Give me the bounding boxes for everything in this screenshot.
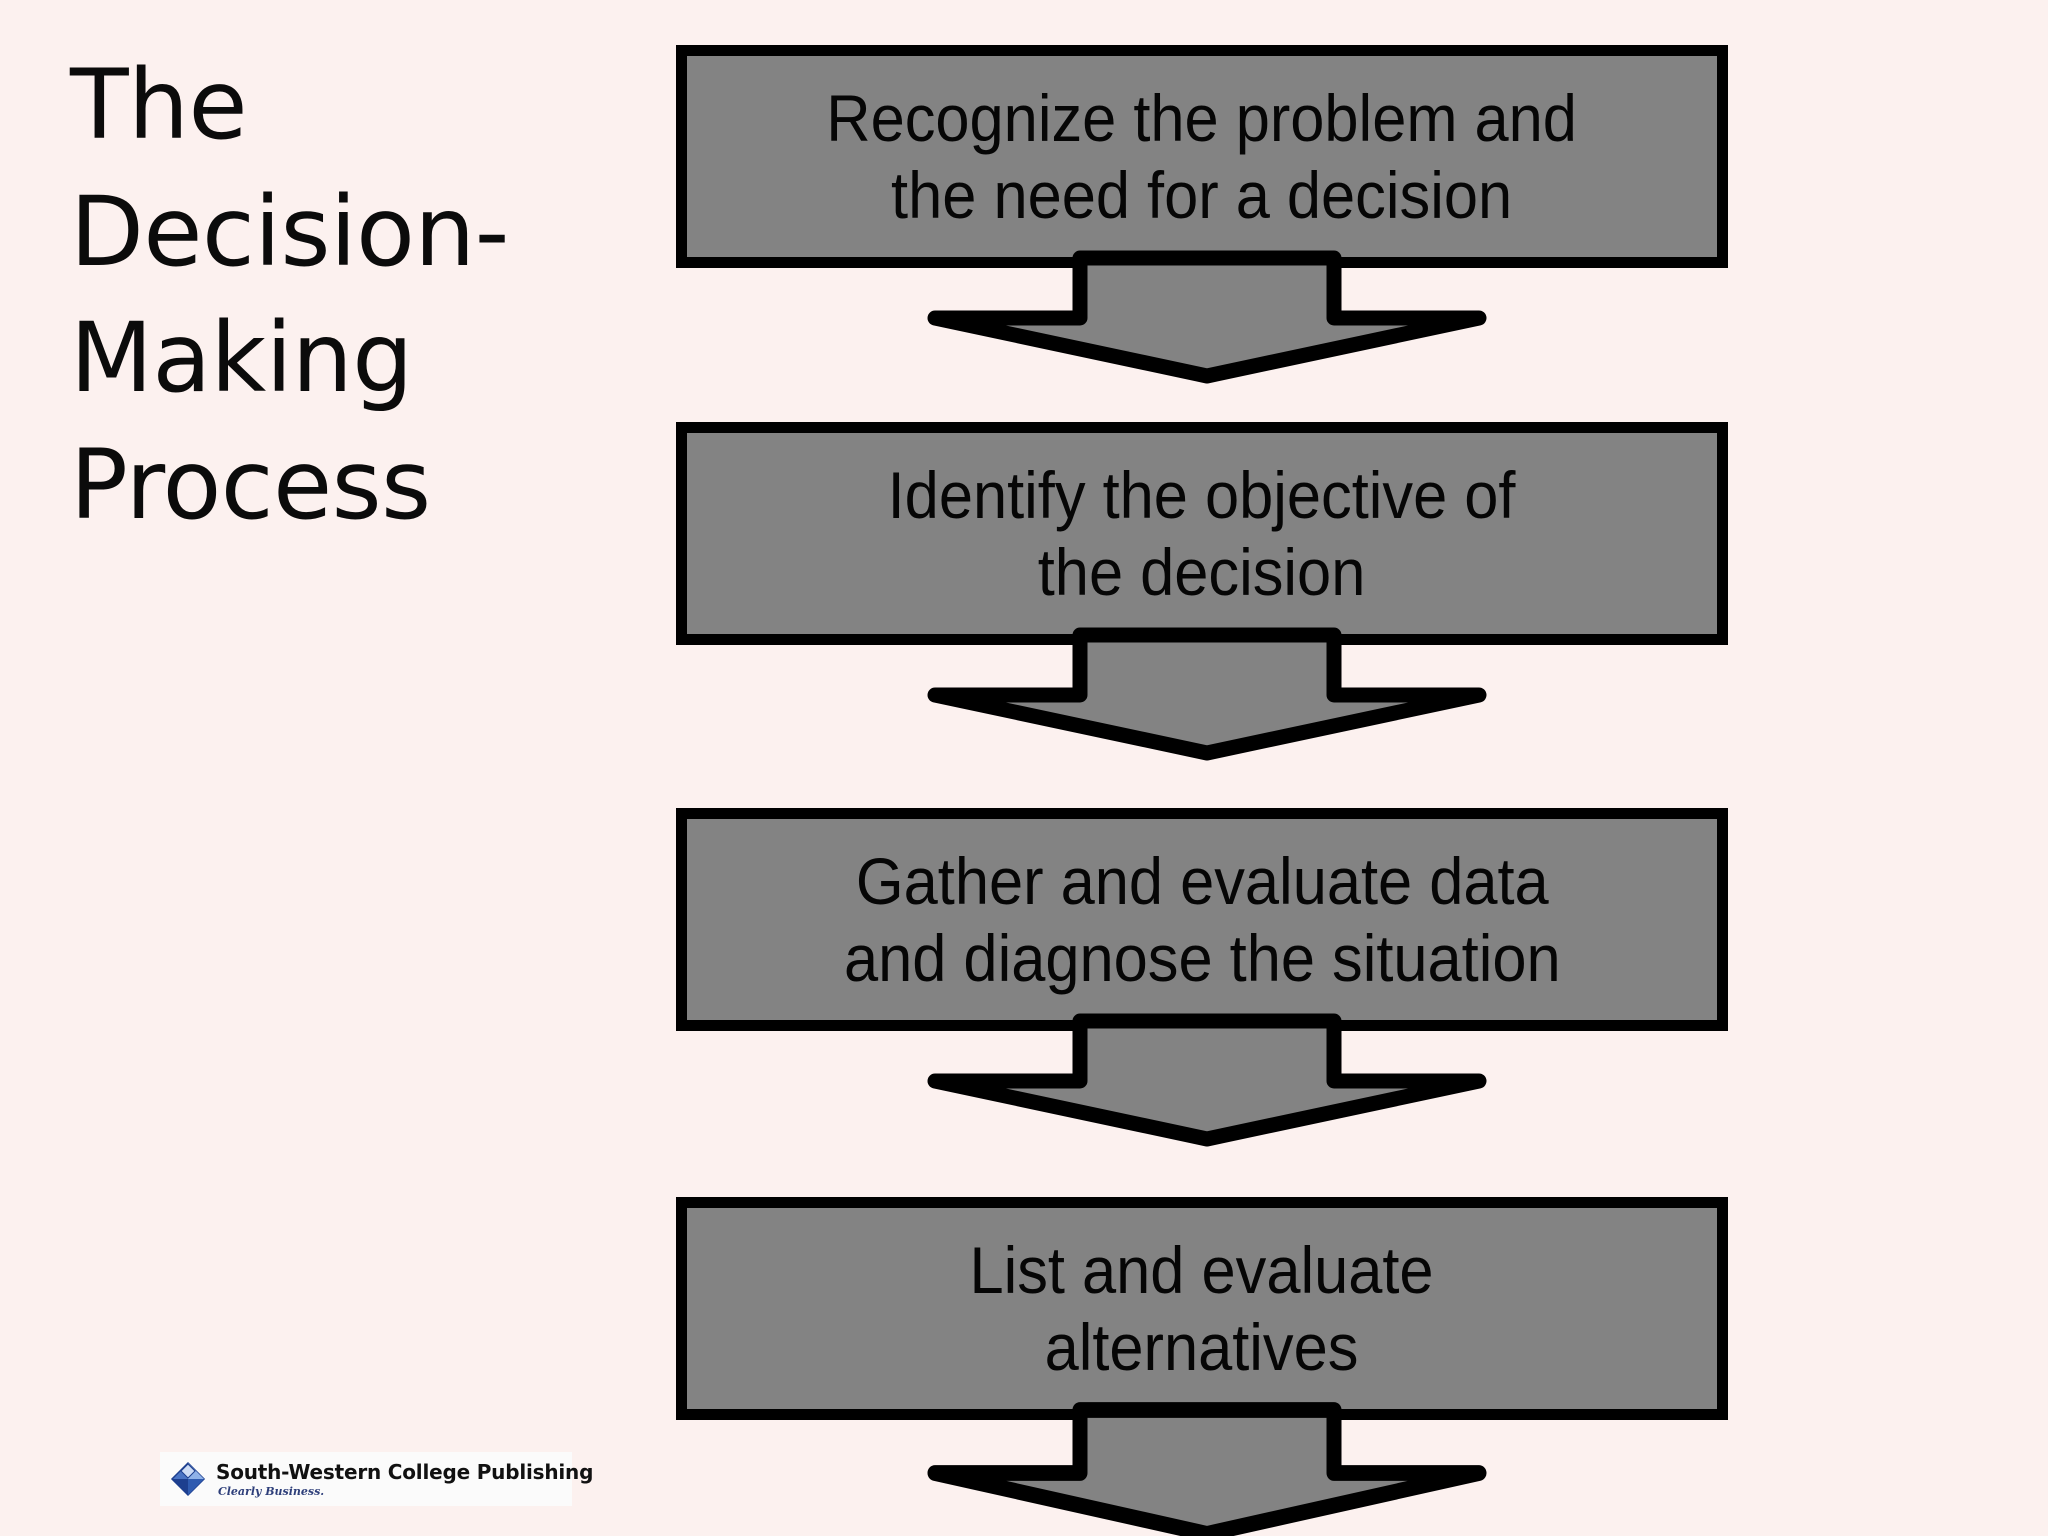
publisher-logo: South-Western College Publishing Clearly… <box>160 1452 593 1506</box>
page-title: The Decision- Making Process <box>70 49 509 542</box>
flow-box-label: List and evaluate alternatives <box>969 1232 1435 1384</box>
flow-arrow-2 <box>676 627 1728 761</box>
flow-box-label: Gather and evaluate data and diagnose th… <box>843 843 1561 995</box>
down-arrow-icon <box>927 250 1487 384</box>
publisher-name: South-Western College Publishing <box>216 1459 594 1484</box>
down-arrow-icon <box>927 1013 1487 1147</box>
flow-box-label: Identify the objective of the decision <box>888 457 1516 609</box>
diamond-gem-icon <box>168 1459 208 1499</box>
flow-box-label: Recognize the problem and the need for a… <box>826 80 1578 232</box>
flow-arrow-4 <box>676 1402 1728 1536</box>
flow-arrow-3 <box>676 1013 1728 1147</box>
publisher-logo-text: South-Western College Publishing Clearly… <box>216 1462 593 1497</box>
down-arrow-icon <box>927 627 1487 761</box>
down-arrow-icon <box>927 1402 1487 1536</box>
flow-box-identify-objective[interactable]: Identify the objective of the decision <box>676 422 1728 645</box>
flow-box-gather-evaluate-data[interactable]: Gather and evaluate data and diagnose th… <box>676 808 1728 1031</box>
publisher-tagline: Clearly Business. <box>218 1484 325 1498</box>
flow-arrow-1 <box>676 250 1728 384</box>
flow-box-list-evaluate-alternatives[interactable]: List and evaluate alternatives <box>676 1197 1728 1420</box>
flow-box-recognize-problem[interactable]: Recognize the problem and the need for a… <box>676 45 1728 268</box>
